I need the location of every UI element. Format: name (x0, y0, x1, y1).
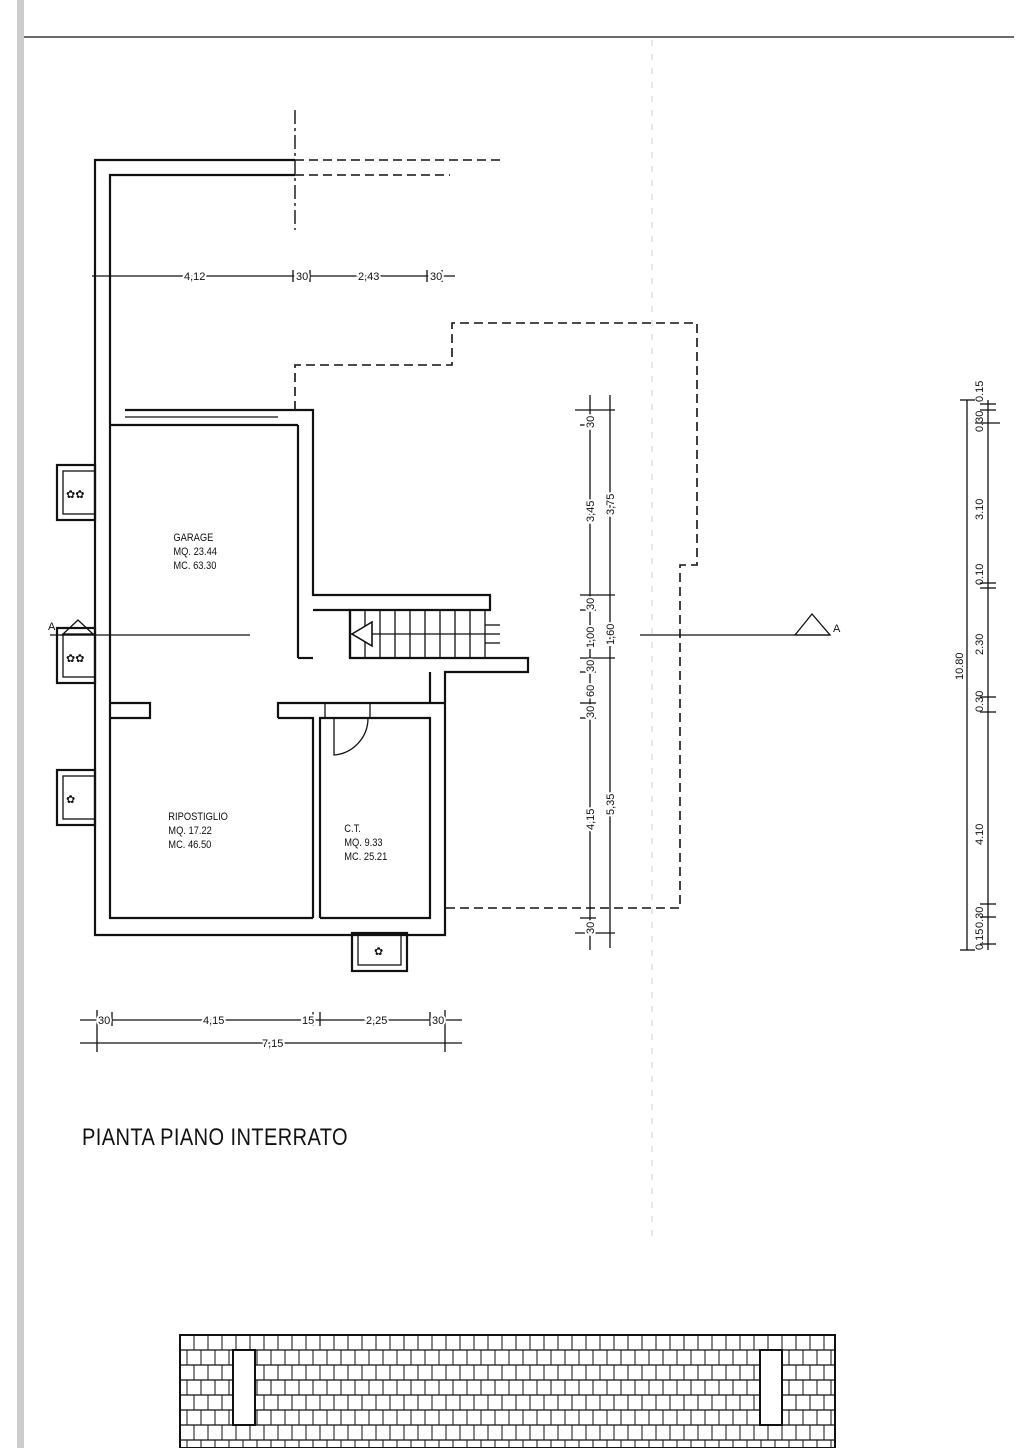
dim-bottom: 15 (302, 1015, 314, 1027)
dim-vertical: 30 (585, 598, 597, 610)
dim-vertical: 5,35 (605, 794, 617, 815)
dim-bottom: 30 (432, 1015, 444, 1027)
dim-vertical: 3,75 (605, 494, 617, 515)
dim-section: 3.10 (974, 499, 986, 520)
room-name-ripostiglio: RIPOSTIGLIO (168, 811, 228, 823)
upper-floor-outline (294, 322, 698, 909)
dim-section: 4.10 (974, 824, 986, 845)
room-area-garage: MQ. 23.44 (173, 546, 217, 558)
dim-section: 0.30 (974, 907, 986, 928)
room-name-garage: GARAGE (173, 532, 213, 544)
room-name-ct: C.T. (344, 823, 361, 835)
room-volume-ripostiglio: MC. 46.50 (168, 839, 211, 851)
dim-vertical: 1,60 (605, 624, 617, 645)
dim-vertical: 4,15 (585, 809, 597, 830)
dim-vertical: 60 (585, 685, 597, 697)
plant-icon: ✿✿ (66, 489, 84, 501)
dim-bottom: 4,15 (203, 1015, 224, 1027)
plant-icon: ✿ (66, 794, 75, 806)
dim-section: 0.30 (974, 411, 986, 432)
dim-bottom-total: 7,15 (262, 1038, 283, 1050)
skylight (759, 1349, 783, 1426)
room-area-ct: MQ. 9.33 (344, 837, 383, 849)
dim-section: 0.30 (974, 691, 986, 712)
light-wells: ✿✿ ✿✿ ✿ ✿ (55, 463, 409, 973)
section-label-right: A (833, 623, 841, 635)
dim-vertical: 1,00 (585, 627, 597, 648)
section-label-left: A (48, 621, 56, 633)
plant-icon: ✿✿ (66, 653, 84, 665)
roof-tiles (179, 1334, 836, 1448)
dim-top: 30 (430, 271, 442, 283)
dim-section: 0.15 (974, 929, 986, 950)
dim-bottom: 30 (98, 1015, 110, 1027)
dim-section-total: 10.80 (954, 652, 966, 680)
skylight (232, 1349, 256, 1426)
dim-top: 30 (296, 271, 308, 283)
dim-bottom: 2,25 (366, 1015, 387, 1027)
dim-vertical: 3,45 (585, 501, 597, 522)
door-swing (333, 717, 369, 756)
drawing-title: PIANTA PIANO INTERRATO (82, 1124, 348, 1151)
section-line-a (50, 612, 832, 636)
stair-direction-arrow-icon (350, 620, 373, 648)
staircase[interactable] (349, 609, 500, 659)
dim-section: 0.10 (974, 564, 986, 585)
dim-top: 2,43 (358, 271, 379, 283)
dim-vertical: 30 (585, 706, 597, 718)
dim-vertical: 30 (585, 416, 597, 428)
room-volume-garage: MC. 63.30 (173, 560, 216, 572)
dim-section: 0.15 (974, 381, 986, 402)
room-area-ripostiglio: MQ. 17.22 (168, 825, 212, 837)
dim-section: 2.30 (974, 634, 986, 655)
dim-vertical: 30 (585, 922, 597, 934)
scan-border (17, 0, 24, 1448)
room-volume-ct: MC. 25.21 (344, 851, 387, 863)
dim-top: 4,12 (184, 271, 205, 283)
plant-icon: ✿ (374, 946, 383, 958)
dim-vertical: 30 (585, 660, 597, 672)
